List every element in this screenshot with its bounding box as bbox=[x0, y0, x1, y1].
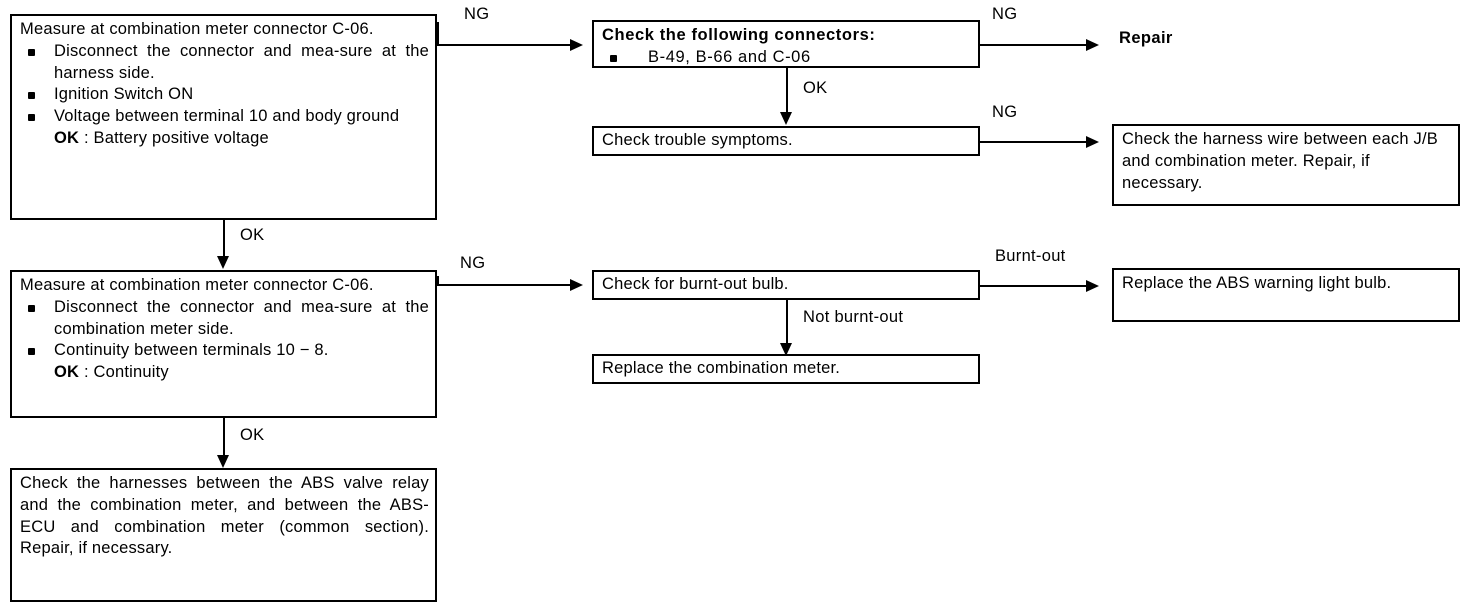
edge-label-ng-top: NG bbox=[464, 5, 490, 23]
edge-ng-harness-wire-line bbox=[980, 141, 1090, 143]
box-measure-harness-bullets: Disconnect the connector and mea-sure at… bbox=[20, 41, 429, 150]
result-label: OK bbox=[54, 128, 80, 147]
edge-label-ok-down-2: OK bbox=[240, 426, 265, 444]
edge-ok-connectors-line bbox=[786, 68, 788, 114]
edge-ok-connectors-arrowhead bbox=[780, 112, 792, 125]
box-check-connectors-bullets: B-49, B-66 and C-06 bbox=[602, 47, 972, 69]
edge-not-burnt-out-line bbox=[786, 300, 788, 346]
edge-label-ng-bulb: NG bbox=[460, 254, 486, 272]
box-measure-meter-bullets: Disconnect the connector and mea-sure at… bbox=[20, 297, 429, 384]
result-value: Battery positive voltage bbox=[93, 128, 269, 147]
box-check-trouble-symptoms: Check trouble symptoms. bbox=[592, 126, 980, 156]
result-value: Continuity bbox=[93, 363, 169, 382]
list-item: Disconnect the connector and mea-sure at… bbox=[20, 41, 429, 85]
result-line: OK : Continuity bbox=[20, 362, 429, 384]
list-item: B-49, B-66 and C-06 bbox=[602, 47, 972, 69]
edge-ng-repair-arrowhead bbox=[1086, 39, 1099, 51]
edge-ok-down-2-line bbox=[223, 418, 225, 458]
edge-ng-bulb-stub bbox=[437, 276, 439, 284]
result-sep: : bbox=[79, 128, 94, 147]
edge-burnt-out-arrowhead bbox=[1086, 280, 1099, 292]
edge-label-ng-repair: NG bbox=[992, 5, 1018, 23]
edge-label-ok-connectors: OK bbox=[803, 79, 828, 97]
edge-label-burnt-out: Burnt-out bbox=[995, 247, 1066, 265]
edge-not-burnt-out-arrowhead bbox=[780, 343, 792, 356]
list-item: Ignition Switch ON bbox=[20, 84, 429, 106]
result-sep: : bbox=[79, 363, 94, 382]
list-item: Voltage between terminal 10 and body gro… bbox=[20, 106, 429, 128]
edge-ng-repair-line bbox=[980, 44, 1090, 46]
edge-ng-top-stub bbox=[437, 22, 439, 44]
edge-ok-down-1-line bbox=[223, 220, 225, 260]
result-label: OK bbox=[54, 363, 80, 382]
edge-ok-down-2-arrowhead bbox=[217, 455, 229, 468]
edge-ng-top-arrowhead bbox=[570, 39, 583, 51]
box-measure-harness-lead: Measure at combination meter connector C… bbox=[20, 20, 374, 38]
box-replace-abs-warning-light-bulb: Replace the ABS warning light bulb. bbox=[1112, 268, 1460, 322]
edge-label-ng-harness-wire: NG bbox=[992, 103, 1018, 121]
edge-ng-bulb-arrowhead bbox=[570, 279, 583, 291]
box-check-connectors-heading: Check the following connectors: bbox=[602, 26, 876, 44]
edge-burnt-out-line bbox=[980, 285, 1090, 287]
edge-ng-bulb-line bbox=[437, 284, 574, 286]
edge-ng-top-line bbox=[437, 44, 574, 46]
list-item: Disconnect the connector and mea-sure at… bbox=[20, 297, 429, 341]
box-measure-harness-side: Measure at combination meter connector C… bbox=[10, 14, 437, 220]
result-line: OK : Battery positive voltage bbox=[20, 128, 429, 150]
edge-label-not-burnt-out: Not burnt-out bbox=[803, 308, 904, 326]
box-measure-meter-lead: Measure at combination meter connector C… bbox=[20, 276, 374, 294]
box-measure-meter-side: Measure at combination meter connector C… bbox=[10, 270, 437, 418]
edge-ok-down-1-arrowhead bbox=[217, 256, 229, 269]
edge-label-ok-down-1: OK bbox=[240, 226, 265, 244]
edge-ng-harness-wire-arrowhead bbox=[1086, 136, 1099, 148]
list-item: Continuity between terminals 10 − 8. bbox=[20, 340, 429, 362]
box-check-harnesses: Check the harnesses between the ABS valv… bbox=[10, 468, 437, 602]
box-check-connectors: Check the following connectors: B-49, B-… bbox=[592, 20, 980, 68]
box-check-harness-wire: Check the harness wire between each J/B … bbox=[1112, 124, 1460, 206]
box-replace-combination-meter: Replace the combination meter. bbox=[592, 354, 980, 384]
box-check-burnt-out-bulb: Check for burnt-out bulb. bbox=[592, 270, 980, 300]
node-repair: Repair bbox=[1119, 29, 1173, 47]
